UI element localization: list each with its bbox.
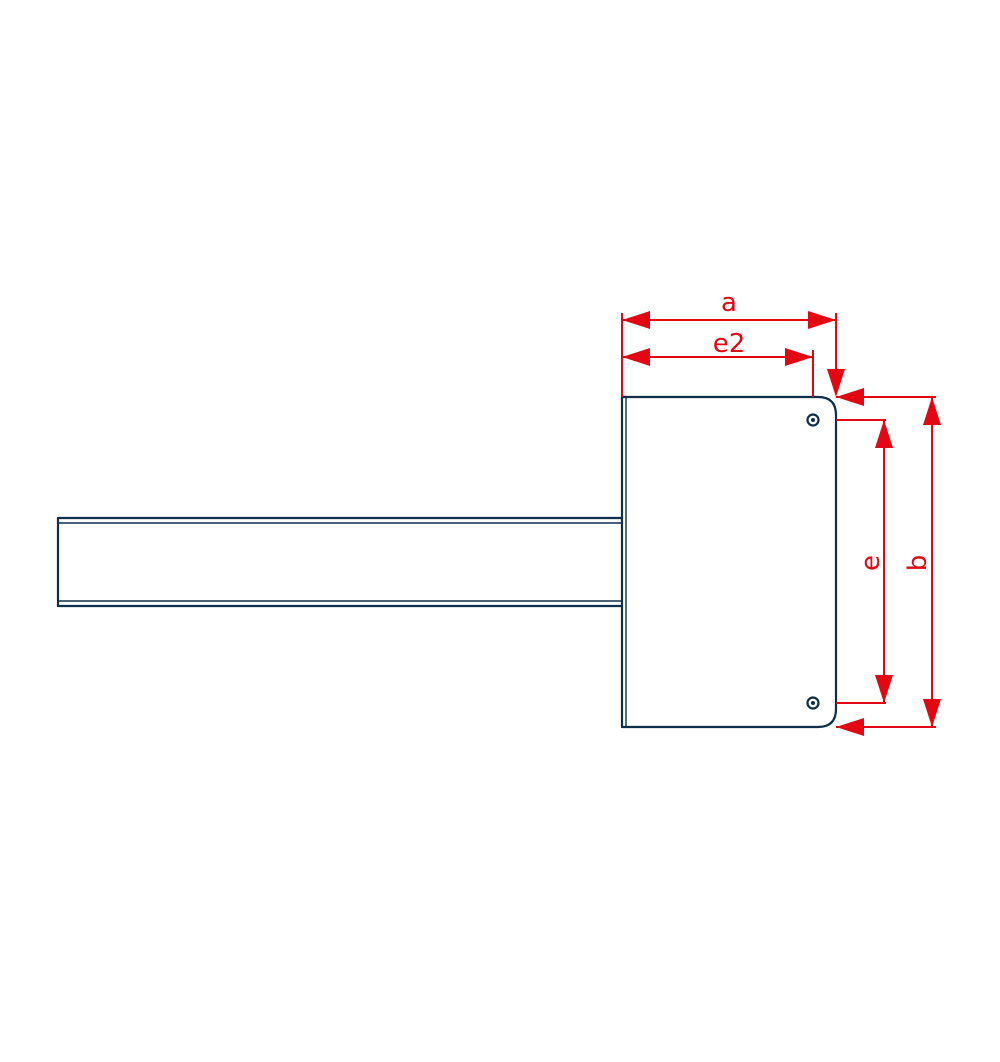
dimension-b: b — [836, 388, 941, 736]
dimension-b-arrow-bottom — [923, 699, 941, 727]
screw-hole-top-center — [811, 418, 815, 422]
screw-hole-bottom-outer — [806, 696, 820, 710]
arm-tube — [56, 516, 624, 608]
dimension-a-arrow-right — [808, 311, 836, 329]
plate-outline — [620, 395, 838, 729]
dimension-e2: e2 — [622, 329, 814, 397]
dimension-a-label: a — [721, 288, 737, 318]
dimension-e: e — [836, 419, 893, 704]
mounting-plate — [620, 395, 838, 729]
dimension-e2-label: e2 — [713, 329, 746, 359]
dimension-b-arrow-corner-bottom — [836, 718, 864, 736]
dimension-e-label: e — [856, 555, 886, 571]
dimension-b-arrow-corner-top — [836, 388, 864, 406]
dimension-a-arrow-corner — [827, 369, 845, 397]
dimension-a-arrow-left — [622, 311, 650, 329]
dimension-e2-arrow-right — [785, 348, 813, 366]
screw-hole-bottom — [806, 696, 820, 710]
screw-hole-top-outer — [806, 413, 820, 427]
screw-hole-top — [806, 413, 820, 427]
dimension-e-arrow-top — [875, 420, 893, 448]
dimension-e2-arrow-left — [622, 348, 650, 366]
dimension-b-arrow-top — [923, 397, 941, 425]
dimension-e-arrow-bottom — [875, 675, 893, 703]
screw-hole-bottom-center — [811, 701, 815, 705]
dimension-b-label: b — [903, 555, 933, 572]
dimension-a: a — [621, 288, 845, 397]
